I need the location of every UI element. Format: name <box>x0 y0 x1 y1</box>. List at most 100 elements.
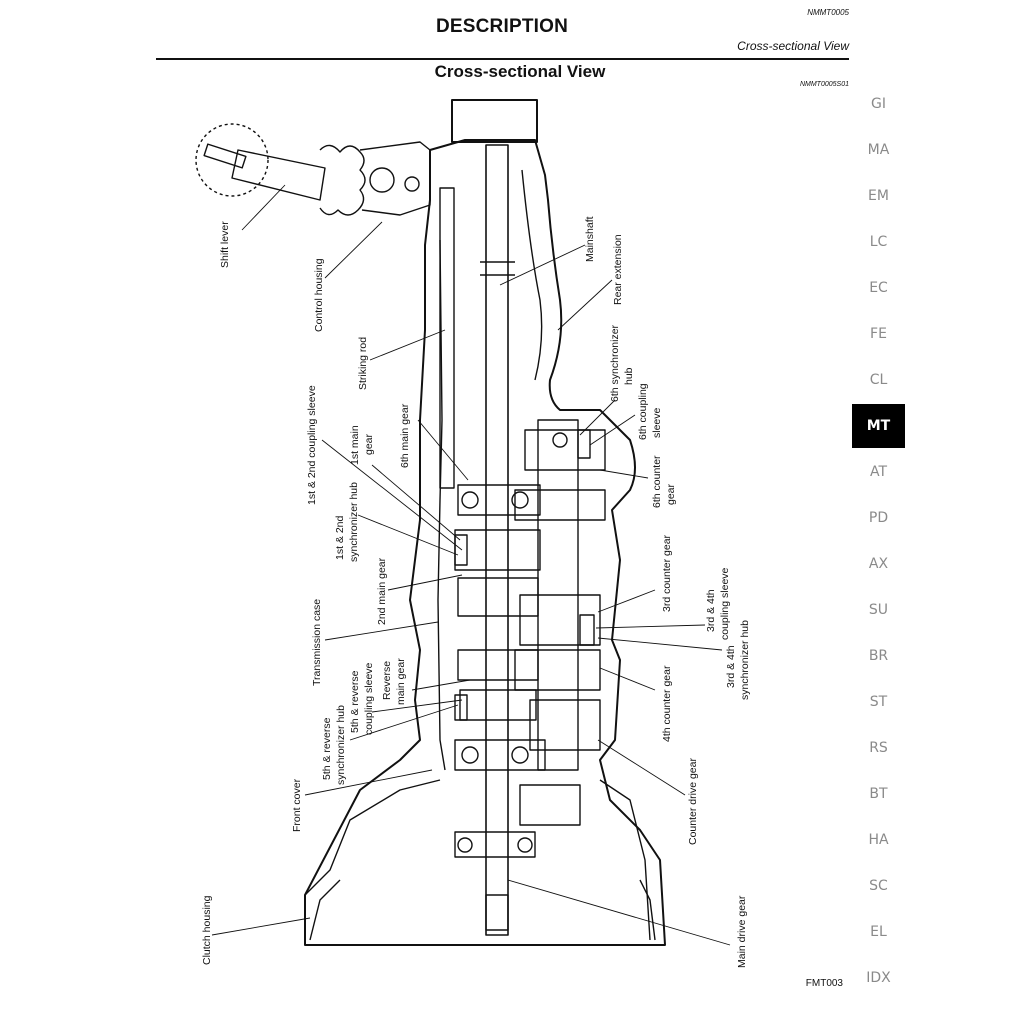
leader-reverse-main-gear <box>411 679 471 691</box>
front-cover-block <box>454 739 546 771</box>
leader-6th-coupling-sleeve <box>589 414 636 446</box>
leader-lines <box>211 184 731 946</box>
label-6th-coupling-sleeve-line1: 6th coupling <box>637 383 649 440</box>
striking-rod-shape <box>439 187 455 489</box>
label-6th-counter-gear-line2: gear <box>665 483 677 505</box>
counter-gear-1st <box>514 489 606 521</box>
sync-sleeve-6th <box>577 429 591 459</box>
index-tab-at[interactable]: AT <box>869 464 888 480</box>
sync-sleeve-1-2 <box>454 534 468 566</box>
transmission-outline <box>195 99 666 946</box>
leader-5-rev-sync-hub <box>349 704 459 741</box>
shift-knob-outline <box>195 123 269 197</box>
index-tab-fe[interactable]: FE <box>870 326 887 342</box>
mainshaft-shape <box>485 144 509 936</box>
index-tab-idx[interactable]: IDX <box>866 970 891 986</box>
clutch-housing-left <box>304 779 441 896</box>
index-tab-ha[interactable]: HA <box>868 832 889 848</box>
release-bearing <box>519 784 581 826</box>
label-5-rev-sync-hub-line2: synchronizer hub <box>335 705 347 785</box>
label-striking-rod: Striking rod <box>357 337 369 390</box>
bearing-5 <box>552 432 568 448</box>
clutch-rib-right <box>639 879 656 941</box>
rear-extension-end <box>451 99 538 143</box>
control-pin <box>404 176 420 192</box>
index-tab-pd[interactable]: PD <box>868 510 889 526</box>
index-tab-lc[interactable]: LC <box>869 234 888 250</box>
case-inner-right <box>521 169 543 381</box>
label-3-4-coupling-sleeve-line1: 3rd & 4th <box>705 589 717 632</box>
leader-transmission-case <box>324 621 439 641</box>
label-reverse-main-gear-line2: main gear <box>395 658 407 705</box>
clutch-housing-right <box>599 779 651 941</box>
label-1st-main-gear-line2: gear <box>363 433 375 455</box>
control-ball <box>369 167 395 193</box>
index-tab-rs[interactable]: RS <box>869 740 888 756</box>
counter-gear-6th <box>524 429 606 471</box>
bearing-7 <box>517 837 533 853</box>
leader-shift-lever <box>241 184 286 231</box>
bearing-3 <box>461 746 479 764</box>
leader-striking-rod <box>369 329 446 361</box>
index-tab-br[interactable]: BR <box>868 648 889 664</box>
label-control-housing: Control housing <box>313 258 325 332</box>
index-tab-em[interactable]: EM <box>868 188 889 204</box>
index-tab-el[interactable]: EL <box>870 924 887 940</box>
leader-6th-main-gear <box>417 419 469 481</box>
label-1-2-sync-hub-line2: synchronizer hub <box>348 482 360 562</box>
clutch-rib-left <box>309 879 341 941</box>
gear-sync-1-2 <box>454 529 541 571</box>
label-6th-main-gear: 6th main gear <box>399 403 411 468</box>
index-tab-ax[interactable]: AX <box>868 556 889 572</box>
index-tab-ma[interactable]: MA <box>867 142 890 158</box>
leader-3-4-coupling-sleeve <box>595 624 706 629</box>
label-2nd-main-gear: 2nd main gear <box>376 557 388 625</box>
figure-code: FMT003 <box>805 978 843 989</box>
shift-boot <box>319 144 366 216</box>
label-5-rev-coupling-sleeve-line1: 5th & reverse <box>349 670 361 733</box>
label-6th-sync-hub-line1: 6th synchronizer <box>609 324 621 402</box>
leader-3-4-sync-hub <box>597 637 723 651</box>
diagram-labels: Shift lever Control housing Striking rod… <box>201 216 751 968</box>
index-tab-st[interactable]: ST <box>869 694 888 710</box>
index-tab-cl[interactable]: CL <box>869 372 888 388</box>
header-divider <box>156 58 849 60</box>
bearing-1 <box>461 491 479 509</box>
leader-rear-extension <box>557 279 613 331</box>
input-shaft-seal <box>454 831 536 858</box>
index-tab-mt[interactable]: MT <box>852 404 905 448</box>
case-inner-left <box>437 239 446 771</box>
sync-sleeve-5-rev <box>454 694 468 721</box>
bearing-4 <box>511 746 529 764</box>
leader-mainshaft <box>499 244 586 286</box>
label-rear-extension: Rear extension <box>612 234 624 305</box>
shift-lever-shaft <box>231 149 326 201</box>
leader-front-cover <box>304 769 433 796</box>
gear-5th <box>459 689 537 721</box>
transmission-housing-outline <box>304 139 666 946</box>
counter-gear-3rd <box>519 594 601 646</box>
leader-4th-counter-gear <box>599 667 656 691</box>
main-drive-gear-end <box>485 894 509 931</box>
index-tab-sc[interactable]: SC <box>869 878 888 894</box>
label-reverse-main-gear-line1: Reverse <box>381 661 393 700</box>
label-shift-lever: Shift lever <box>219 221 231 268</box>
document-code: NMMT0005 <box>807 8 849 17</box>
shift-lever-tip <box>203 143 247 169</box>
index-tab-ec[interactable]: EC <box>869 280 888 296</box>
index-tab-bt[interactable]: BT <box>869 786 888 802</box>
sync-sleeve-3-4 <box>579 614 595 646</box>
index-tab-su[interactable]: SU <box>868 602 889 618</box>
leader-counter-drive-gear <box>597 739 686 796</box>
label-1-2-sync-hub-line1: 1st & 2nd <box>334 515 346 560</box>
index-tab-gi[interactable]: GI <box>871 96 886 112</box>
label-3-4-sync-hub-line1: 3rd & 4th <box>725 645 737 688</box>
leader-main-drive-gear <box>507 879 731 946</box>
label-1st-main-gear-line1: 1st main <box>349 425 361 465</box>
label-transmission-case: Transmission case <box>311 599 323 686</box>
leader-6th-sync-hub <box>579 399 616 436</box>
label-mainshaft: Mainshaft <box>584 216 596 262</box>
label-6th-counter-gear-line1: 6th counter <box>651 455 663 508</box>
label-5-rev-sync-hub-line1: 5th & reverse <box>321 717 333 780</box>
